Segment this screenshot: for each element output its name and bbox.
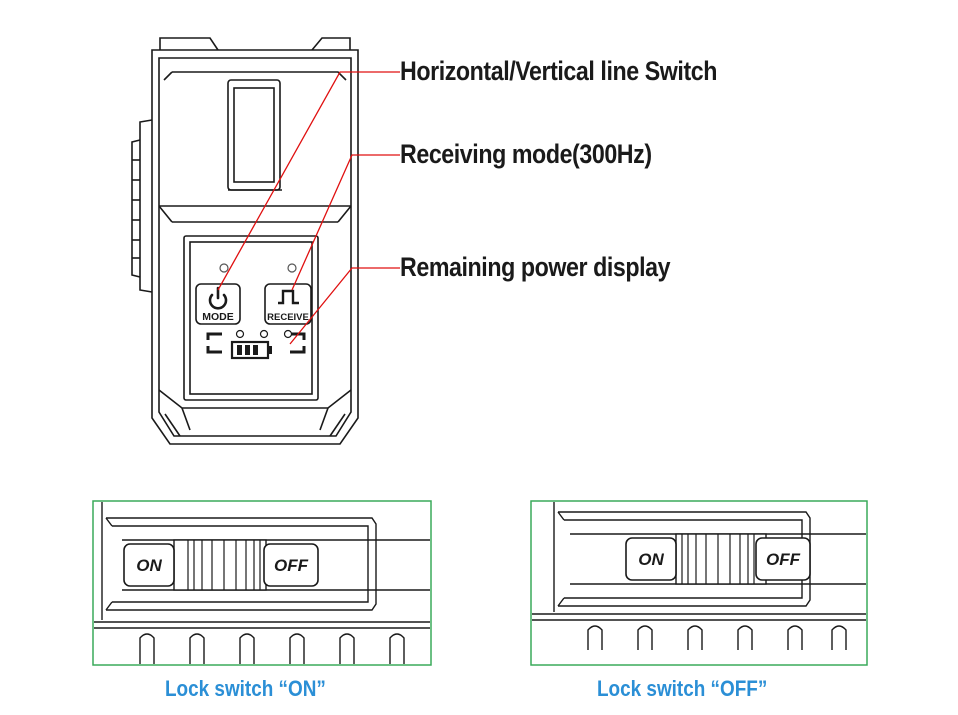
power-display [206,329,306,360]
vent-slots [587,625,847,650]
lock-slider[interactable] [173,539,267,591]
leader-line-switch [217,71,400,291]
square-wave-icon [278,289,299,305]
on-label: ON [136,556,162,575]
power-dot [259,329,269,339]
vent-slots [139,633,405,664]
mode-button[interactable]: MODE [195,283,241,325]
mode-led [219,263,229,273]
off-label: OFF [274,556,309,575]
lock-slider[interactable] [675,533,767,585]
callout-line-switch: Horizontal/Vertical line Switch [400,56,717,86]
receive-led [287,263,297,273]
lock-switch-off-panel: ON OFF [530,500,868,666]
power-dot [235,329,245,339]
leader-power-display [289,267,400,345]
off-label: OFF [766,550,801,569]
off-tag: OFF [263,543,319,587]
callout-power-display: Remaining power display [400,252,671,282]
off-tag: OFF [755,537,811,581]
on-tag: ON [625,537,677,581]
mode-label: MODE [202,311,234,323]
device-illustration: MODE RECEIVE [131,37,400,445]
caption-lock-on: Lock switch “ON” [165,676,326,701]
lock-switch-on-panel: ON OFF [92,500,432,666]
power-dot [283,329,293,339]
callout-receiving-mode: Receiving mode(300Hz) [400,139,652,169]
battery-icon [230,340,272,360]
receive-label: RECEIVE [267,312,309,323]
leader-lines [217,71,400,345]
receive-button[interactable]: RECEIVE [264,283,312,325]
caption-lock-off: Lock switch “OFF” [597,676,768,701]
on-label: ON [638,550,664,569]
leader-receiving-mode [291,154,400,291]
on-tag: ON [123,543,175,587]
